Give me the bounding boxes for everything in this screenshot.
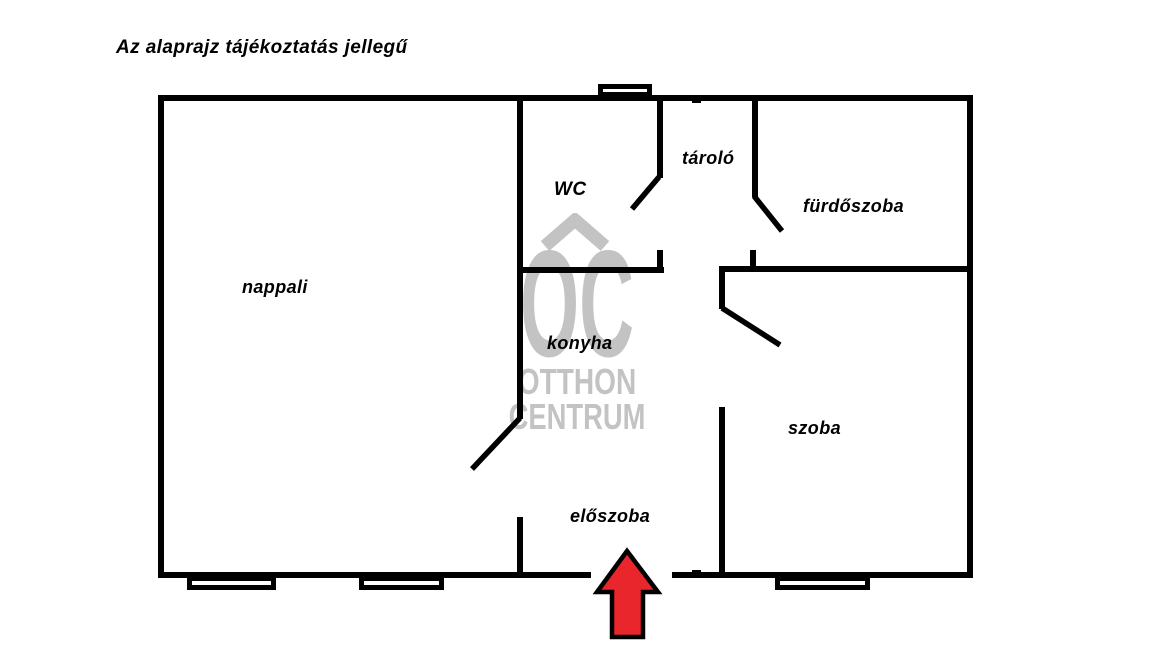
wall-bedroom-west-upper — [719, 266, 725, 309]
wall-bathroom-south-jamb — [750, 250, 756, 269]
wall-outer-left — [158, 95, 164, 578]
room-label-nappali: nappali — [242, 277, 308, 297]
wall-wc-south-jamb — [657, 250, 663, 270]
wall-bathroom-south — [721, 266, 973, 272]
watermark-logo-text: OC — [520, 219, 634, 389]
room-label-szoba: szoba — [788, 418, 842, 438]
room-label-tarolo: tároló — [682, 148, 735, 168]
wall-outer-bottom-right — [672, 572, 973, 578]
wall-livingroom-east — [517, 95, 523, 419]
window-bedroom — [775, 576, 870, 590]
room-label-wc: WC — [554, 179, 587, 200]
wall-storage-bathroom — [752, 95, 758, 197]
door-swing-bedroom — [720, 305, 782, 348]
wall-wc-east — [657, 95, 663, 178]
window-livingroom-right — [359, 576, 444, 590]
door-swing-wc — [629, 175, 662, 211]
wall-outer-top — [158, 95, 973, 101]
door-swing-livingroom — [469, 416, 523, 471]
window-livingroom-left — [187, 576, 276, 590]
wall-outer-right — [967, 95, 973, 578]
wall-bedroom-west — [719, 407, 725, 578]
wall-tick-bottom — [692, 570, 701, 574]
watermark-line1: OTTHON — [517, 361, 637, 402]
arrow-up-icon — [592, 547, 663, 640]
room-label-eloszoba: előszoba — [570, 506, 651, 526]
door-swing-bathroom — [751, 194, 785, 233]
disclaimer-title: Az alaprajz tájékoztatás jellegű — [116, 37, 408, 58]
room-label-furdoszoba: fürdőszoba — [803, 196, 904, 216]
room-label-konyha: konyha — [547, 333, 613, 353]
wall-outer-bottom-left — [158, 572, 591, 578]
wall-livingroom-east-stub — [517, 517, 523, 578]
roof-chevron-icon — [540, 213, 610, 251]
wall-tick-top — [692, 99, 701, 103]
window-top — [598, 84, 652, 97]
wall-wc-south — [517, 267, 664, 273]
watermark-line2: CENTRUM — [508, 396, 646, 437]
